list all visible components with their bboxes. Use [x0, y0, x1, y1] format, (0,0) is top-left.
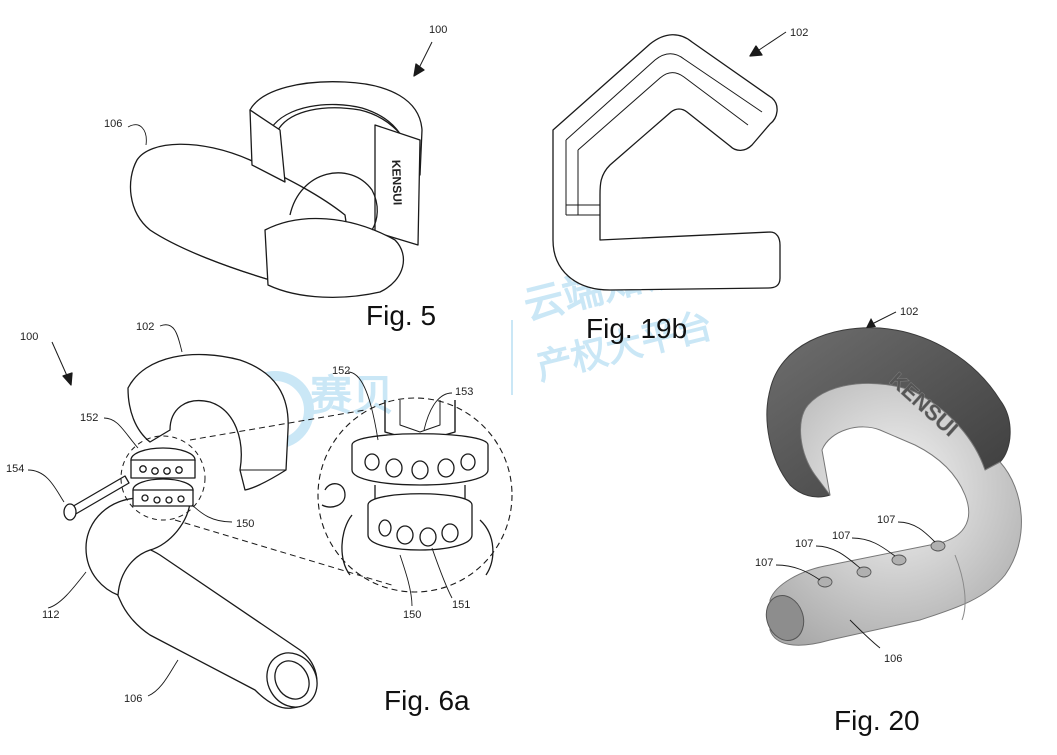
fig6a-label-100: 100: [20, 331, 38, 343]
fig6a-detail-lower-holes: [378, 519, 459, 547]
fig6a-callout-circle: [120, 435, 206, 521]
fig5-leader-106: [127, 124, 147, 146]
fig6a-detail-pin: [321, 483, 346, 508]
fig5-label-100: 100: [429, 24, 447, 36]
fig5-inner-cup: [289, 172, 378, 231]
fig19b-hook-outline: [552, 34, 781, 291]
fig5-arrowhead-100: [413, 63, 425, 77]
fig20-sleeve-seam: [954, 554, 966, 621]
fig6a-ring-holes: [139, 465, 185, 504]
fig6a-detail-ring-lower: [367, 493, 473, 551]
fig20-label-107-d: 107: [877, 514, 895, 526]
fig20-stud: [817, 576, 833, 588]
fig20-body: [769, 382, 1022, 646]
fig6a-detail-circle: [317, 397, 513, 593]
fig6a-label-154: 154: [6, 463, 24, 475]
fig5-brand: KENSUI: [389, 160, 405, 206]
fig6a-leader-d152: [347, 371, 379, 441]
fig6a-leader-d150: [399, 554, 413, 607]
fig6a-leader-152: [103, 417, 139, 449]
fig20-label-107-b: 107: [795, 538, 813, 550]
fig6a-body: [85, 497, 191, 596]
fig6a-leader-102: [159, 324, 183, 353]
fig6a-leader-154: [27, 469, 65, 503]
fig6a-detail-label-153: 153: [455, 386, 473, 398]
fig6a-detail-label-152: 152: [332, 365, 350, 377]
fig20-label-107-c: 107: [832, 530, 850, 542]
fig19b-label-102: 102: [790, 27, 808, 39]
fig20-label-107-a: 107: [755, 557, 773, 569]
fig20-stud: [930, 540, 946, 552]
fig6a-label-112: 112: [42, 609, 60, 621]
fig6a-detail-label-151: 151: [452, 599, 470, 611]
fig19b-caption: Fig. 19b: [586, 313, 687, 344]
fig5-caption: Fig. 5: [366, 300, 436, 331]
fig6a-leader-150: [191, 504, 233, 523]
fig6a: [27, 324, 513, 709]
fig5-hook-post: [249, 109, 286, 183]
fig6a-detail-label-150: 150: [403, 609, 421, 621]
fig6a-leader-106: [147, 659, 179, 697]
fig5-arrow-100: [417, 41, 433, 71]
fig19b-band: [566, 204, 600, 216]
fig19b-inner-groove-c: [565, 140, 579, 215]
fig6a-projection-lower: [174, 519, 396, 587]
fig20-caption: Fig. 20: [834, 705, 920, 736]
fig19b-inner-groove-a: [565, 53, 763, 141]
fig6a-detail-upper-holes: [364, 453, 476, 480]
fig5-hook-band: [249, 81, 423, 176]
fig6a-label-152: 152: [80, 412, 98, 424]
fig6a-sleeve-end: [266, 652, 318, 708]
fig6a-ring-152-band: [130, 459, 196, 479]
fig5: KENSUI: [127, 41, 433, 298]
fig6a-leader-d153: [423, 392, 453, 431]
fig19b-inner-groove-b: [577, 72, 749, 151]
fig6a-detail-neck: [374, 485, 466, 500]
fig20-sleeve-end: [765, 595, 805, 641]
fig6a-detail-groove-153: [399, 400, 441, 433]
fig20-label-106: 106: [884, 653, 902, 665]
fig20: KENSUI: [765, 311, 1022, 649]
fig19b-arrow-102: [755, 31, 787, 53]
fig5-sleeve-shade: [149, 229, 271, 281]
fig6a-arrowhead-100: [62, 372, 73, 386]
fig19b: [552, 31, 787, 291]
fig6a-leader-d151: [431, 547, 453, 599]
fig19b-arrowhead-102: [749, 45, 763, 57]
fig20-arrowhead-102: [866, 318, 876, 328]
fig6a-label-102: 102: [136, 321, 154, 333]
fig6a-detail-ring-upper: [351, 433, 489, 486]
fig20-stud: [891, 554, 907, 566]
fig6a-hook: [127, 353, 289, 491]
fig6a-label-106: 106: [124, 693, 142, 705]
fig20-label-102: 102: [900, 306, 918, 318]
fig6a-pin-head: [63, 503, 77, 521]
fig6a-caption: Fig. 6a: [384, 685, 470, 716]
fig20-studs: [817, 540, 946, 588]
fig6a-detail-body-left: [341, 514, 353, 576]
fig6a-leader-112: [47, 571, 87, 609]
fig20-arrow-102: [871, 311, 897, 325]
fig20-leaders: [775, 521, 936, 649]
fig6a-label-150: 150: [236, 518, 254, 530]
fig6a-detail-body-right: [479, 519, 494, 576]
fig5-body: [264, 217, 404, 298]
fig6a-sleeve-bore: [274, 660, 310, 700]
fig6a-arrow-100: [51, 341, 69, 379]
fig6a-ring-150-band: [132, 489, 194, 507]
fig20-stud: [856, 566, 872, 578]
fig5-label-106: 106: [104, 118, 122, 130]
